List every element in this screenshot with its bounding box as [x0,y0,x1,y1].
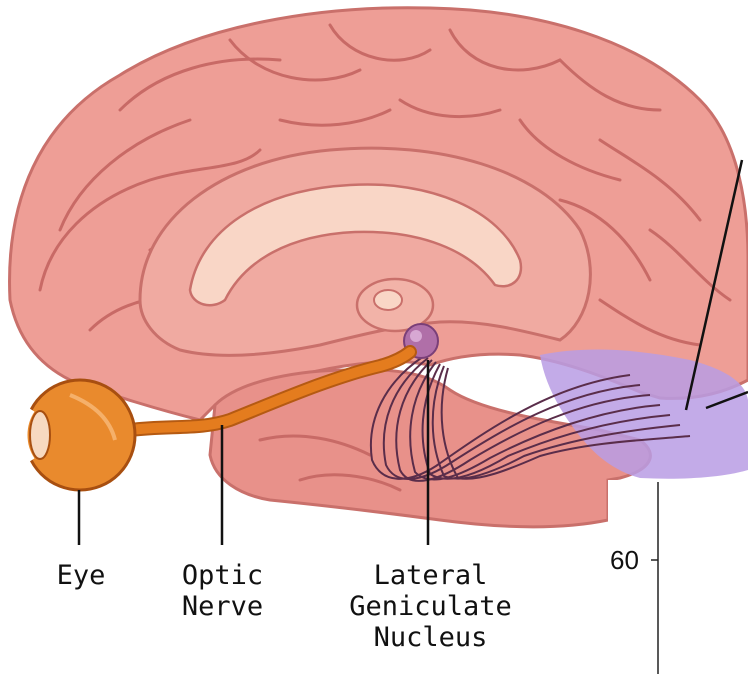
eye-globe [25,380,136,490]
optic-nerve-label-line2: Nerve [155,591,290,622]
lgn-label-line2: Geniculate [318,591,543,622]
optic-nerve-label: Optic Nerve [155,560,290,622]
eye-label-text: Eye [57,560,106,591]
lgn-label: Lateral Geniculate Nucleus [318,560,543,653]
lgn-label-line1: Lateral [318,560,543,591]
optic-nerve-label-line1: Optic [155,560,290,591]
inset-axis-panel [608,480,748,674]
thalamus-center [374,290,402,310]
lgn-label-line3: Nucleus [318,622,543,653]
inset-tick-label: 60 [610,545,639,576]
lgn-highlight [410,330,422,342]
eye-label: Eye [46,560,116,591]
